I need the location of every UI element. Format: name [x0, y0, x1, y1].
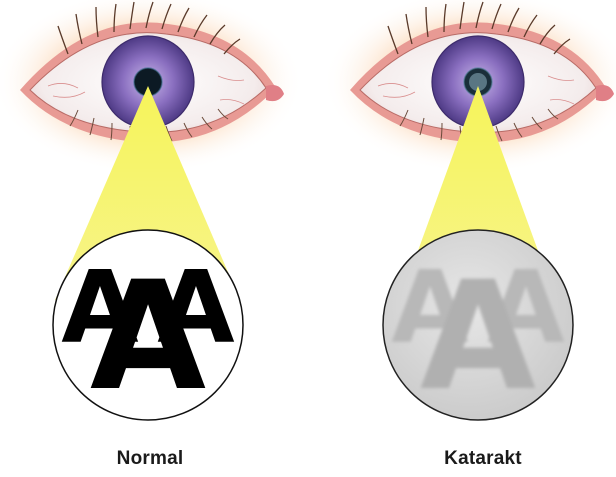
cataract-panel: A A A [323, 0, 616, 424]
caption-cataract: Katarakt [383, 448, 583, 470]
caption-normal: Normal [50, 448, 250, 470]
chart-letter-a-center: A [90, 250, 206, 424]
chart-letter-a-center: A [420, 250, 536, 424]
normal-panel: A A A [0, 0, 303, 424]
